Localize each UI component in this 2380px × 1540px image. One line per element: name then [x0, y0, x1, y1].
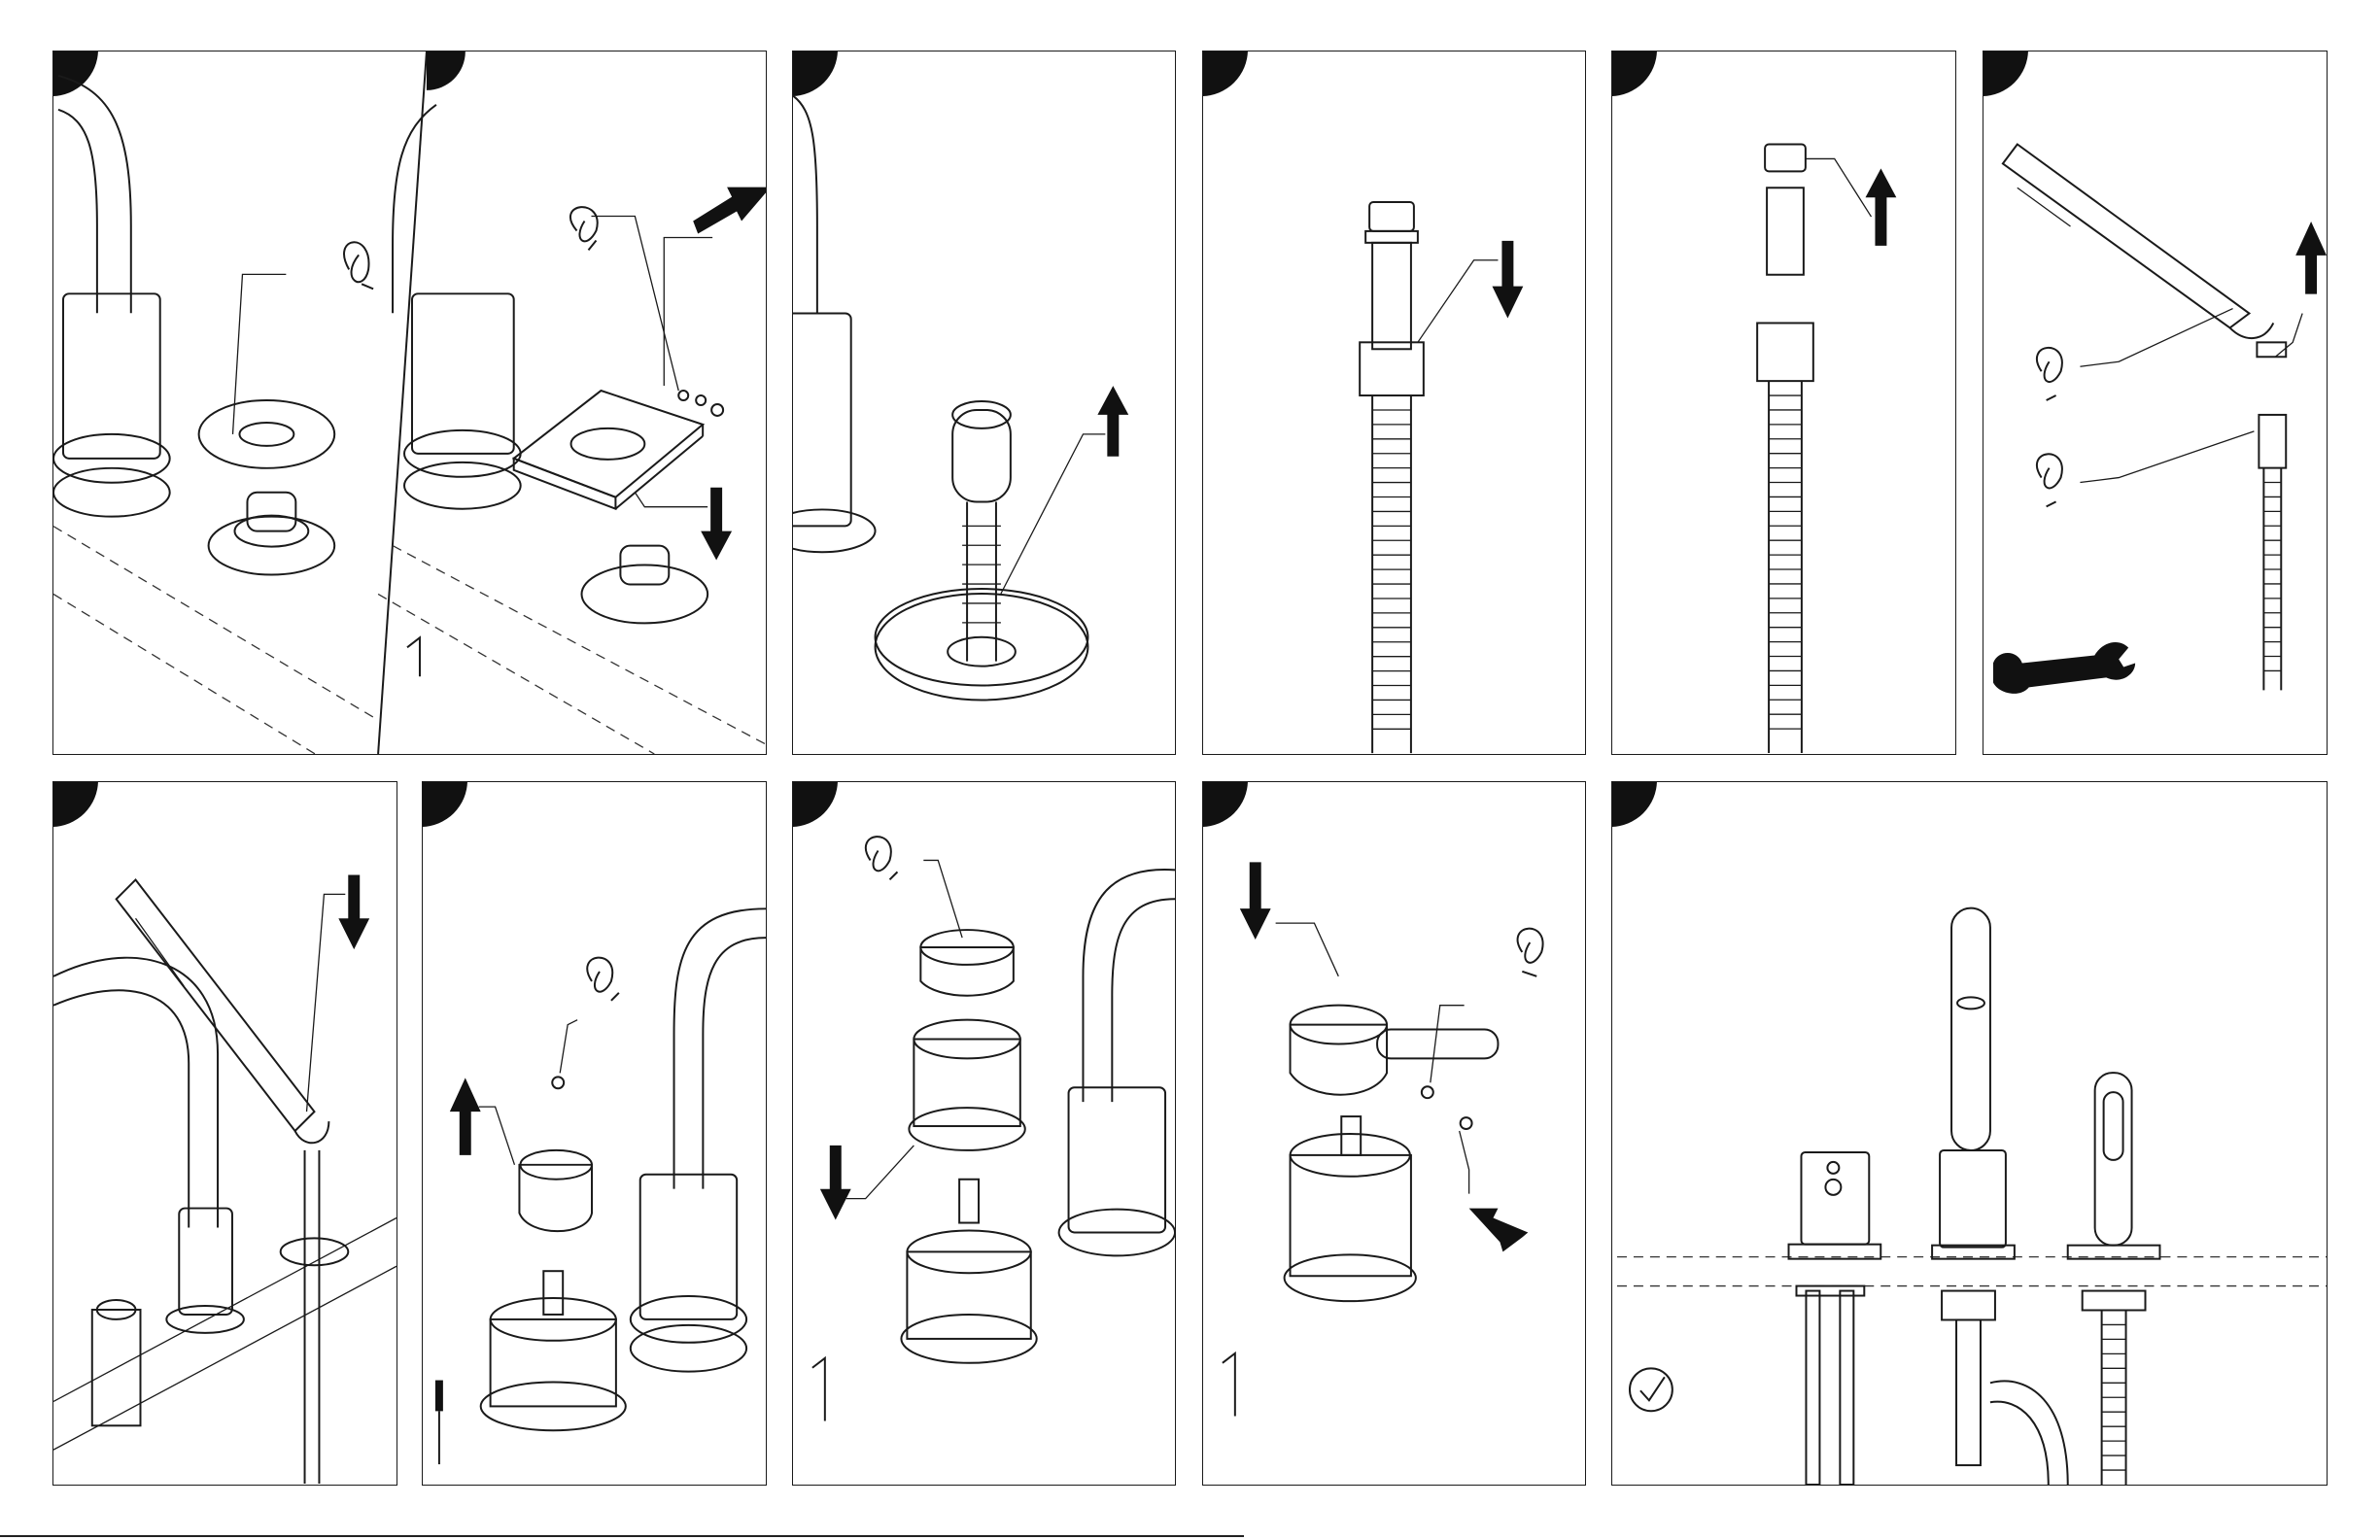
down-arrow-icon	[820, 1146, 851, 1220]
footer-rule	[0, 1535, 1244, 1537]
hose-connector	[1369, 202, 1414, 231]
step-3-illustration	[793, 51, 1175, 754]
rotate-icon	[2037, 348, 2062, 400]
step-10-illustration	[1203, 782, 1585, 1485]
in-arrow-icon	[1469, 1209, 1529, 1252]
step-7-illustration	[53, 782, 397, 1485]
allen-key-icon	[407, 637, 420, 676]
step-4-illustration	[1203, 51, 1585, 754]
up-arrow-icon	[1097, 386, 1128, 457]
down-arrow-icon	[338, 875, 369, 950]
screwdriver-icon	[435, 1381, 443, 1412]
step-panel-10	[1202, 781, 1586, 1486]
completed-faucet	[1951, 908, 1990, 1150]
down-arrow-icon	[1240, 862, 1271, 940]
wrench-icon	[1993, 642, 2135, 694]
handle	[1291, 1025, 1387, 1095]
step-6-illustration	[1983, 51, 2327, 754]
rotate-icon	[1518, 929, 1543, 976]
escutcheon	[876, 594, 1088, 700]
in-arrow-icon	[693, 188, 766, 234]
flange-ring	[199, 400, 335, 468]
step-5-illustration	[1612, 51, 1955, 754]
up-arrow-icon	[1866, 168, 1897, 246]
step-panel-3	[792, 51, 1176, 755]
hand-shower	[2003, 145, 2250, 328]
rotate-icon	[587, 958, 619, 1001]
step-panel-7	[52, 781, 397, 1486]
hand-shower	[2095, 1073, 2132, 1246]
step-panel-1-2	[52, 51, 767, 755]
hose-connector	[1765, 145, 1806, 172]
rotate-icon	[570, 207, 598, 250]
sleeve	[920, 947, 1014, 996]
down-arrow-icon	[1492, 241, 1523, 319]
deck-assembly	[179, 1209, 232, 1315]
step-panel-11	[1611, 781, 2328, 1486]
rotate-icon	[866, 837, 898, 879]
allen-key-icon	[812, 1358, 825, 1421]
step-9-illustration	[793, 782, 1175, 1485]
set-screw	[1422, 1086, 1433, 1098]
valve-body	[1801, 1152, 1869, 1245]
rotate-icon	[344, 242, 373, 289]
step-panel-9	[792, 781, 1176, 1486]
step-1-2-illustration	[53, 51, 766, 754]
hose-connector	[2259, 415, 2286, 468]
step-11-illustration	[1612, 782, 2327, 1485]
set-screw	[678, 391, 688, 400]
step-panel-4	[1202, 51, 1586, 755]
step-panel-5	[1611, 51, 1956, 755]
step-panel-6	[1983, 51, 2328, 755]
check-icon	[1630, 1368, 1673, 1411]
allen-key-icon	[1223, 1353, 1235, 1417]
spout-curve	[58, 76, 131, 313]
step-2-tab	[427, 51, 466, 90]
step-8-illustration	[423, 782, 766, 1485]
up-arrow-icon	[2295, 222, 2327, 294]
down-arrow-icon	[701, 488, 732, 561]
hand-shower	[117, 879, 315, 1131]
step-panel-8	[422, 781, 767, 1486]
up-arrow-icon	[450, 1078, 481, 1155]
rotate-icon	[2037, 454, 2062, 506]
